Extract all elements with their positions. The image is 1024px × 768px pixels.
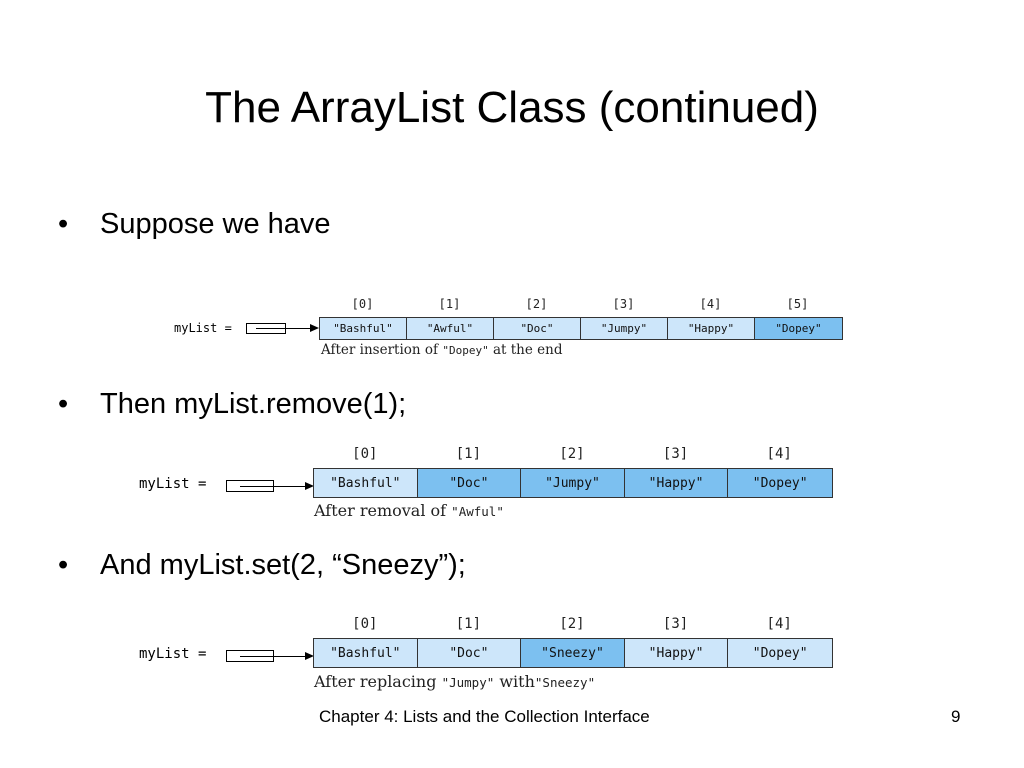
index-label: [3]: [662, 616, 689, 632]
index-label: [4]: [766, 446, 792, 462]
index-label: [2]: [559, 446, 585, 462]
list-variable-label: myList =: [174, 321, 232, 335]
bullet-item: • Suppose we have: [58, 206, 331, 242]
caption-code: "Sneezy": [534, 675, 596, 690]
index-label: [4]: [766, 616, 792, 632]
list-variable-label: myList =: [139, 646, 207, 662]
list-variable-label: myList =: [139, 476, 207, 492]
index-label: [3]: [662, 446, 689, 462]
index-label: [1]: [455, 446, 482, 462]
caption-text: with: [494, 672, 535, 691]
reference-arrow-line: [240, 656, 306, 657]
array-cell: "Awful": [407, 318, 494, 339]
bullet-marker: •: [58, 549, 69, 581]
array-cell: "Doc": [417, 469, 522, 497]
reference-arrow-line: [240, 486, 306, 487]
bullet-text: Suppose we have: [100, 208, 331, 240]
bullet-text: Then myList.remove(1);: [100, 388, 407, 420]
caption-code: "Jumpy": [441, 675, 495, 690]
array-cell: "Dopey": [728, 469, 832, 497]
caption-text: After insertion of: [321, 342, 443, 358]
caption-text: at the end: [488, 342, 563, 358]
page-number: 9: [951, 707, 961, 726]
arrow-head-icon: [305, 652, 314, 660]
arrow-head-icon: [305, 482, 314, 490]
index-label: [1]: [438, 297, 461, 311]
array-cells: "Bashful" "Awful" "Doc" "Jumpy" "Happy" …: [319, 317, 843, 340]
array-cells: "Bashful" "Doc" "Sneezy" "Happy" "Dopey": [313, 638, 833, 668]
array-cell: "Jumpy": [581, 318, 668, 339]
index-label: [5]: [786, 297, 809, 311]
diagram-caption: After replacing "Jumpy" with"Sneezy": [314, 672, 595, 691]
index-label: [0]: [351, 297, 374, 311]
index-label: [1]: [455, 616, 482, 632]
bullet-marker: •: [58, 208, 69, 240]
index-label: [2]: [559, 616, 585, 632]
index-label: [4]: [699, 297, 722, 311]
bullet-item: • Then myList.remove(1);: [58, 386, 406, 422]
array-cell: "Jumpy": [521, 469, 625, 497]
bullet-item: • And myList.set(2, “Sneezy”);: [58, 547, 466, 583]
array-cell: "Doc": [494, 318, 581, 339]
array-cells: "Bashful" "Doc" "Jumpy" "Happy" "Dopey": [313, 468, 833, 498]
arrow-head-icon: [310, 324, 319, 332]
array-cell: "Happy": [668, 318, 755, 339]
array-cell: "Bashful": [314, 469, 418, 497]
slide-title: The ArrayList Class (continued): [205, 83, 819, 132]
footer-chapter-title: Chapter 4: Lists and the Collection Inte…: [319, 707, 650, 726]
index-row: [0] [1] [2] [3] [4]: [313, 446, 831, 462]
diagram-caption: After removal of "Awful": [314, 501, 504, 520]
array-cell: "Happy": [624, 469, 729, 497]
array-cell: "Dopey": [755, 318, 842, 339]
bullet-text: And myList.set(2, “Sneezy”);: [100, 549, 466, 581]
index-label: [2]: [525, 297, 548, 311]
caption-text: After replacing: [314, 672, 442, 691]
array-cell: "Sneezy": [521, 639, 625, 667]
caption-code: "Dopey": [442, 344, 489, 357]
array-cell: "Happy": [624, 639, 729, 667]
array-cell: "Doc": [417, 639, 522, 667]
index-label: [3]: [612, 297, 635, 311]
array-cell: "Bashful": [320, 318, 407, 339]
diagram-caption: After insertion of "Dopey" at the end: [321, 342, 562, 358]
array-cell: "Dopey": [728, 639, 832, 667]
bullet-marker: •: [58, 388, 69, 420]
index-label: [0]: [352, 446, 378, 462]
caption-text: After removal of: [314, 501, 452, 520]
index-label: [0]: [352, 616, 378, 632]
array-cell: "Bashful": [314, 639, 418, 667]
index-row: [0] [1] [2] [3] [4] [5]: [319, 297, 841, 311]
reference-arrow-line: [256, 328, 311, 329]
index-row: [0] [1] [2] [3] [4]: [313, 616, 831, 632]
caption-code: "Awful": [451, 504, 504, 519]
